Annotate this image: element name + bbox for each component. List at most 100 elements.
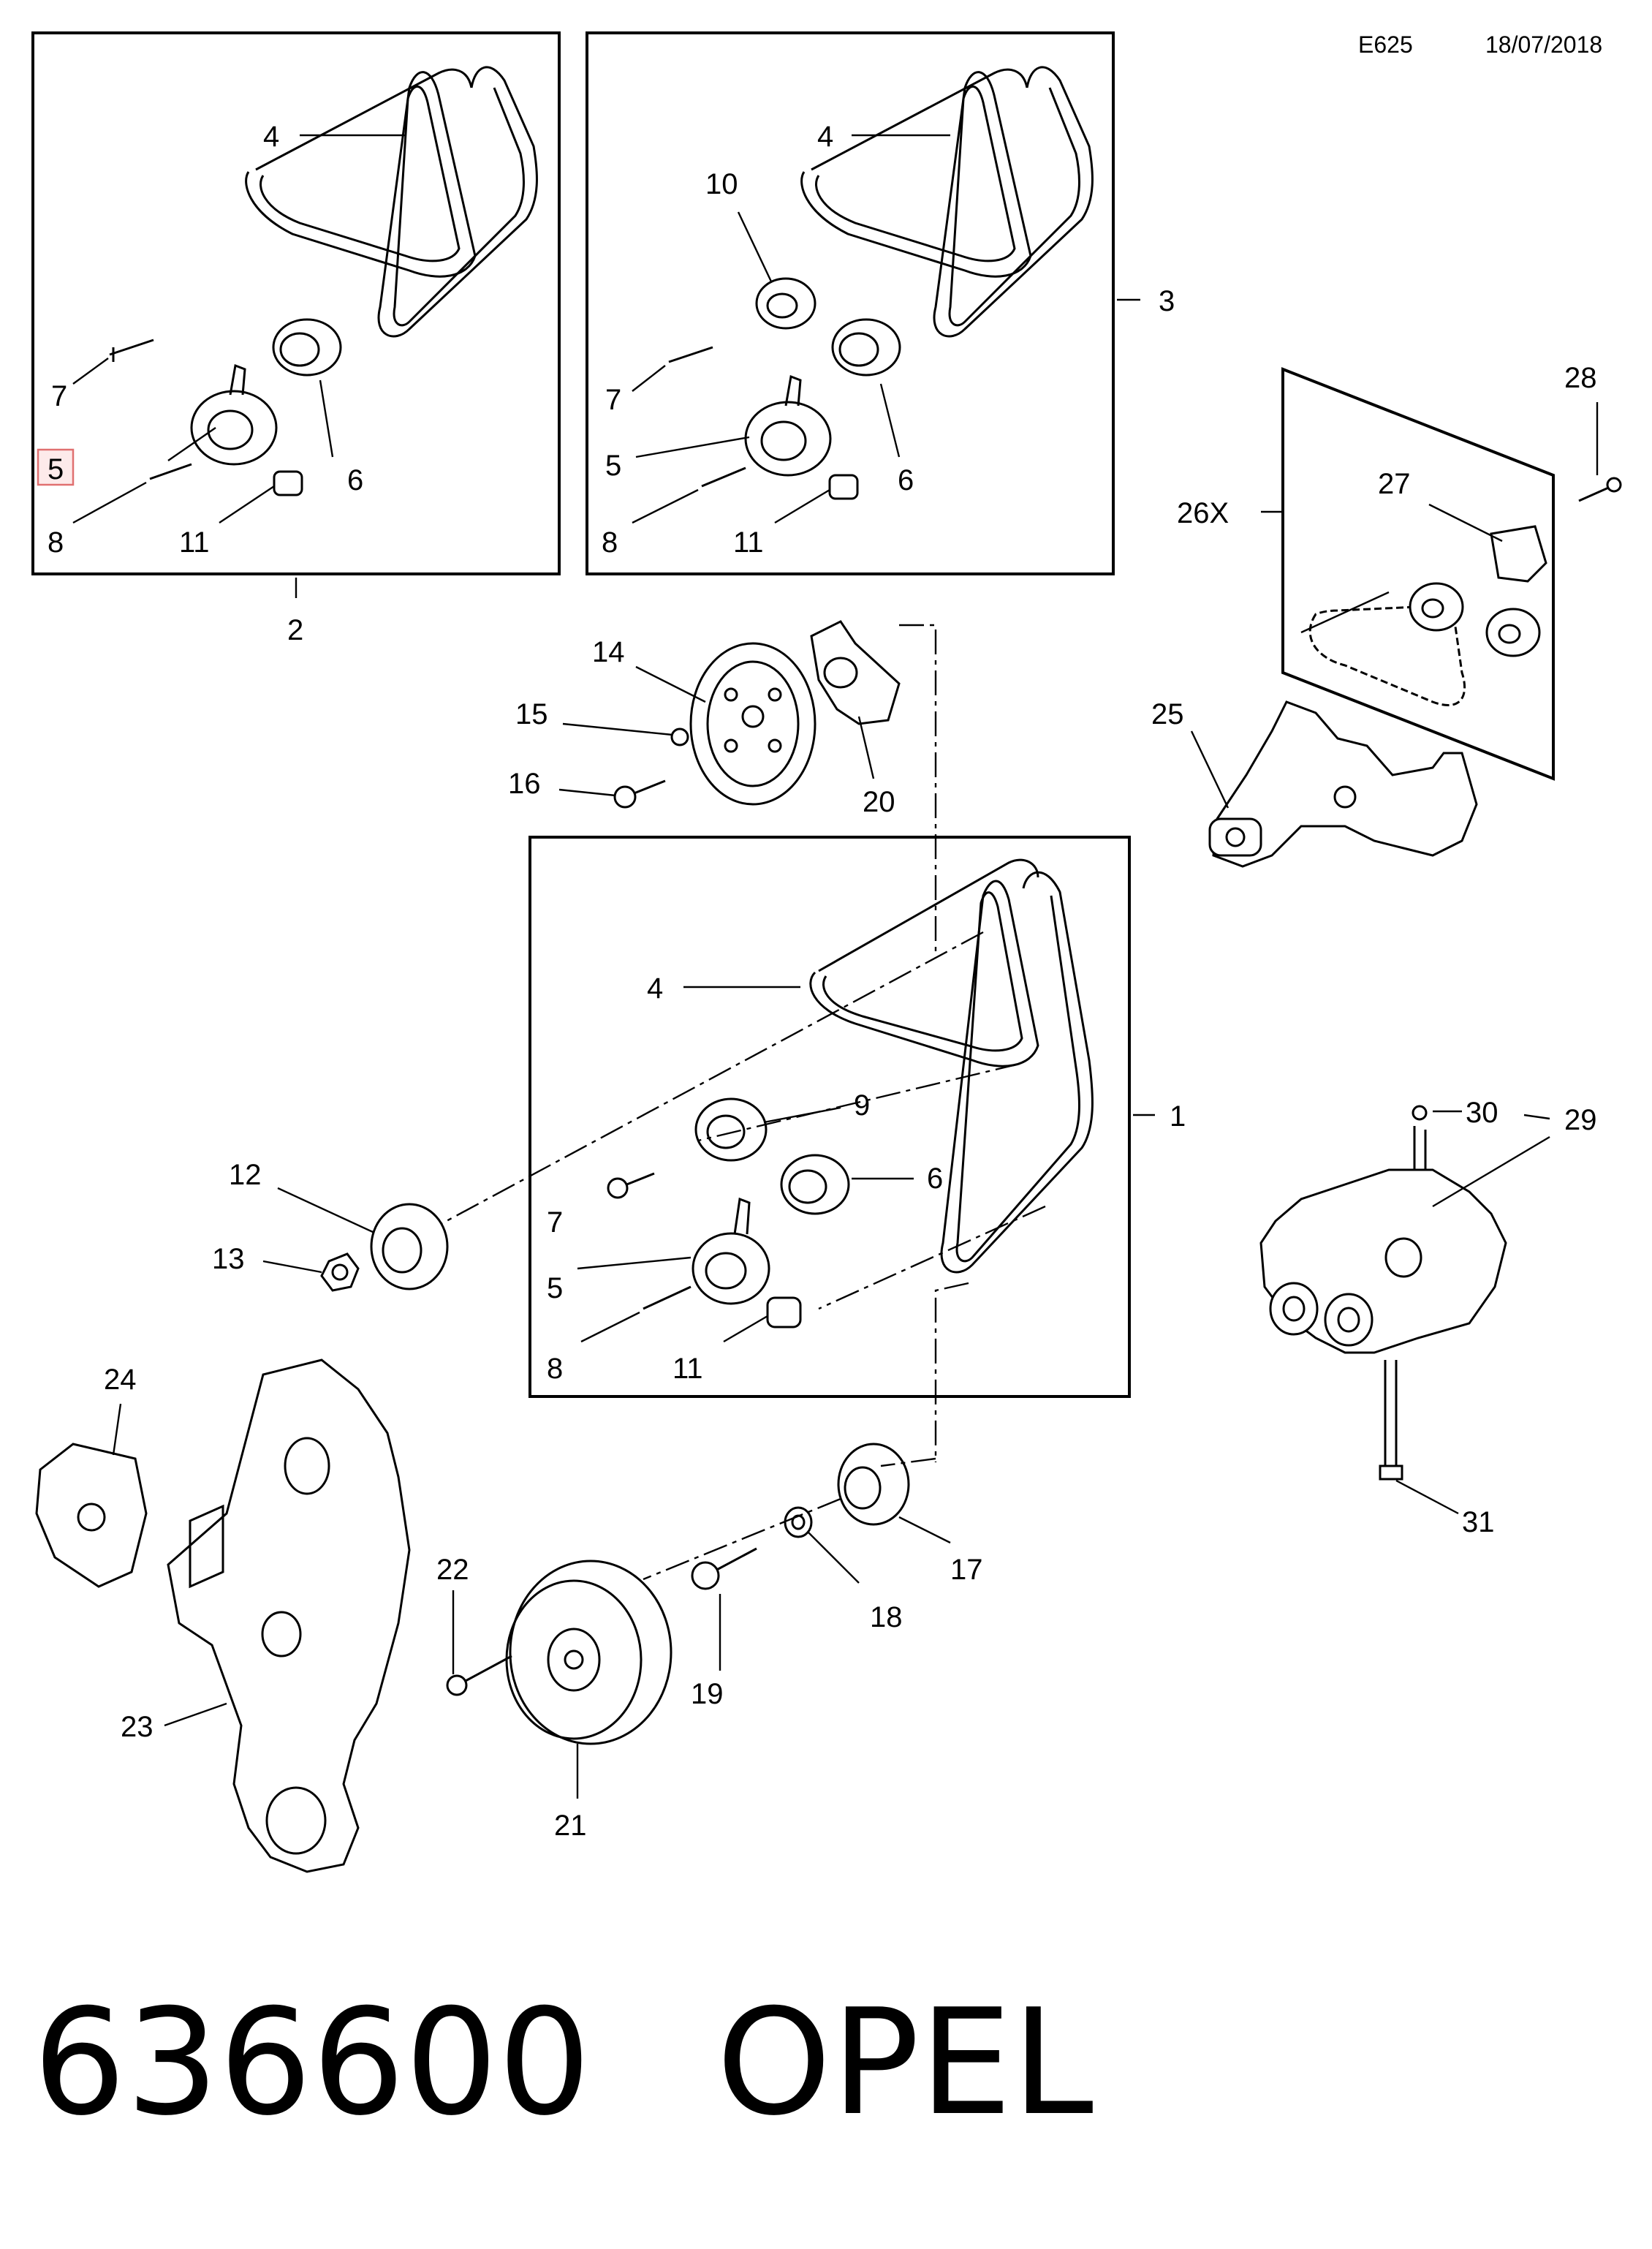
balance-shaft-module-29 (1259, 1126, 1507, 1354)
callout-3: 3 (1159, 285, 1175, 317)
idler-pulley-box2 (272, 318, 342, 377)
callout-2: 2 (287, 614, 303, 646)
timing-belt-box2 (245, 66, 538, 338)
spacer-11-box3 (828, 474, 859, 500)
timing-cover-23 (167, 1358, 411, 1873)
callout-8-box2: 8 (48, 526, 64, 559)
crank-sprocket-17 (837, 1443, 910, 1526)
callout-8-box3: 8 (602, 526, 618, 559)
bolt-7-box2 (109, 339, 154, 362)
callout-5-box3: 5 (605, 450, 621, 482)
callout-22: 22 (436, 1554, 469, 1586)
bolt-7-box3 (668, 346, 713, 363)
guide-pulley-10-box3 (755, 277, 816, 330)
highlight-box (37, 448, 75, 486)
tensioner-box3 (744, 374, 832, 477)
spacer-11-box1 (766, 1296, 802, 1328)
crank-sprocket-12 (370, 1203, 449, 1290)
bolt-8-box2 (149, 463, 192, 480)
assembly-line-crankshaft (643, 1457, 936, 1581)
callout-27: 27 (1378, 468, 1411, 500)
callout-13: 13 (212, 1243, 245, 1275)
callout-6-box2: 6 (347, 464, 363, 496)
callout-25: 25 (1151, 698, 1184, 730)
bolt-7-box1 (607, 1172, 655, 1199)
bolt-8-box3 (701, 466, 746, 488)
crank-pulley-21 (505, 1560, 672, 1745)
callout-9: 9 (854, 1089, 870, 1122)
chain-sprocket-upper (1409, 582, 1464, 632)
diagram-date: 18/07/2018 (1485, 31, 1602, 58)
callout-11-box3: 11 (733, 526, 764, 559)
idler-pulley-box3 (831, 318, 901, 377)
chain-sprocket-lower (1485, 608, 1541, 657)
callout-11-box1: 11 (672, 1353, 703, 1385)
callout-26X: 26X (1177, 497, 1229, 529)
tensioner-5-box1 (692, 1197, 770, 1305)
spacer-11-box2 (273, 470, 303, 496)
callout-5-box2[interactable]: 5 (48, 453, 64, 485)
callout-6-box3: 6 (898, 464, 914, 496)
camshaft-sprocket-14 (689, 642, 816, 806)
sensor-plate-20 (810, 620, 901, 725)
kit-box-2 (31, 31, 561, 575)
diagram-code: E625 (1358, 31, 1413, 58)
callout-23: 23 (121, 1711, 154, 1743)
chain-tensioner-27 (1490, 525, 1547, 583)
callout-18: 18 (870, 1601, 903, 1633)
callout-1: 1 (1170, 1100, 1186, 1133)
kit-box-1 (528, 836, 1131, 1398)
bolt-8-box1 (643, 1285, 692, 1310)
callout-11-box2: 11 (179, 526, 210, 559)
callout-24: 24 (104, 1364, 137, 1396)
callout-4-box2: 4 (263, 121, 279, 153)
callout-4-box3: 4 (817, 121, 833, 153)
chain-cover-25 (1208, 700, 1478, 868)
assembly-line-guide (697, 1062, 1020, 1142)
callout-4-box1: 4 (647, 972, 663, 1005)
part-number: 636600 (33, 1978, 591, 2148)
callout-16: 16 (508, 768, 541, 800)
callout-28: 28 (1564, 362, 1597, 394)
bolt-19 (691, 1547, 757, 1590)
kit-box-3 (586, 31, 1115, 575)
callout-7-box2: 7 (51, 380, 67, 412)
timing-belt-box3 (800, 66, 1094, 338)
bolt-22 (446, 1655, 512, 1696)
assembly-line-tensioner (818, 1205, 1046, 1310)
assembly-line-lower (934, 1282, 969, 1462)
assembly-line-cam (899, 624, 937, 958)
bolt-16 (613, 779, 666, 809)
chain-kit-panel (1281, 367, 1555, 781)
assembly-line-crank (405, 931, 984, 1244)
bolt-31 (1379, 1360, 1403, 1481)
guide-pulley-9 (694, 1097, 768, 1162)
callout-20: 20 (863, 786, 895, 818)
callout-31: 31 (1462, 1506, 1495, 1538)
callout-7-box3: 7 (605, 384, 621, 416)
timing-belt-box1 (809, 858, 1094, 1274)
callout-19: 19 (691, 1678, 724, 1710)
callout-29: 29 (1564, 1104, 1597, 1136)
screw-30 (1412, 1105, 1428, 1121)
callout-14: 14 (592, 636, 625, 668)
timing-chain (1308, 600, 1466, 706)
callout-21: 21 (554, 1810, 587, 1842)
callout-5-box1: 5 (547, 1272, 563, 1304)
callout-10: 10 (705, 168, 738, 200)
idler-pulley-6-box1 (780, 1154, 850, 1215)
bolt-15 (670, 727, 689, 746)
bolt-28 (1578, 477, 1622, 502)
tensioner-box2 (190, 363, 278, 466)
callout-15: 15 (515, 698, 548, 730)
callout-12: 12 (229, 1159, 262, 1191)
callout-17: 17 (950, 1554, 983, 1586)
brand-name: OPEL (716, 1978, 1094, 2148)
callout-30: 30 (1466, 1097, 1498, 1129)
callout-6-box1: 6 (927, 1163, 943, 1195)
callout-7-box1: 7 (547, 1206, 563, 1239)
callout-8-box1: 8 (547, 1353, 563, 1385)
cover-24 (35, 1443, 148, 1588)
nut-13 (320, 1252, 360, 1292)
